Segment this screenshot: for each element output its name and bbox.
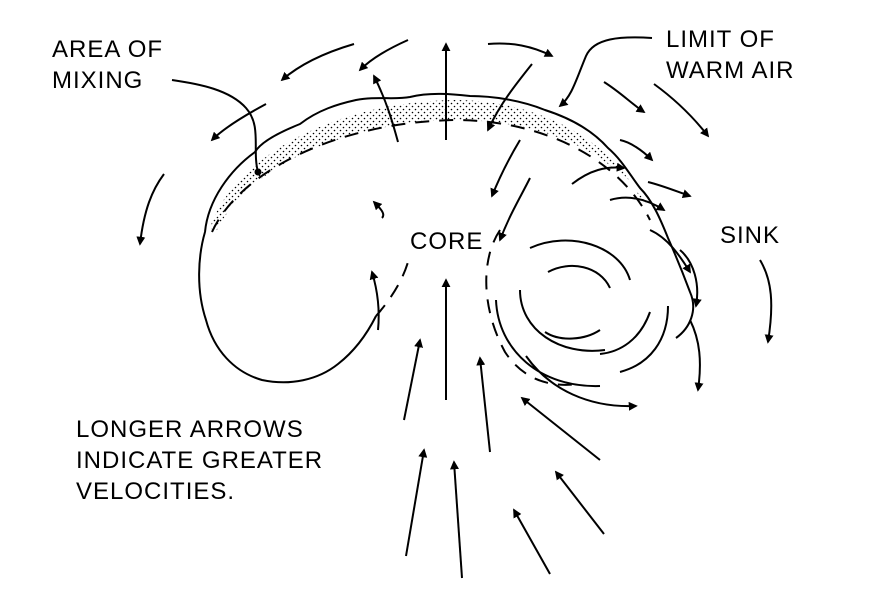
eddy-arcs — [495, 239, 669, 407]
limit-of-warm-air-label: LIMIT OF WARM AIR — [666, 26, 795, 84]
area-of-mixing-label: AREA OF MIXING — [52, 36, 164, 94]
circulation-arrows — [136, 39, 774, 392]
mixing-zone — [210, 100, 660, 232]
velocity-note: LONGER ARROWS INDICATE GREATER VELOCITIE… — [76, 416, 324, 505]
thermal-outline — [198, 92, 695, 384]
core-label: CORE — [410, 228, 484, 255]
core-arrows — [403, 42, 605, 579]
mixing-leader — [171, 79, 259, 173]
warm-air-leader — [558, 36, 653, 108]
sink-label: SINK — [720, 222, 781, 249]
mixing-leader-dot — [254, 168, 262, 176]
